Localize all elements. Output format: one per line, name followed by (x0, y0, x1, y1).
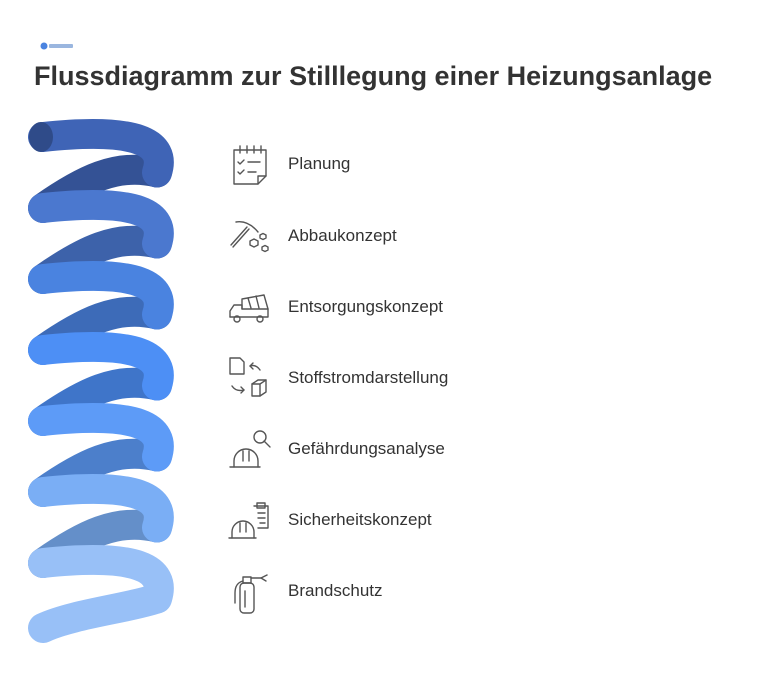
step-sicherheitskonzept: Sicherheitskonzept (222, 494, 722, 546)
step-label: Sicherheitskonzept (288, 510, 432, 529)
page-title: Flussdiagramm zur Stilllegung einer Heiz… (34, 61, 713, 91)
steps-list: Planung Abbaukonzept Entsorgungskonzept (222, 0, 742, 681)
spring-coil-front (28, 474, 174, 543)
spring-coil-front (28, 332, 174, 401)
step-abbaukonzept: Abbaukonzept (222, 210, 722, 262)
spring-coil-front (28, 119, 174, 188)
spring-coil-front (28, 261, 174, 330)
brand-logo (40, 39, 74, 51)
step-stoffstromdarstellung: Stoffstromdarstellung (222, 352, 722, 404)
dump-truck-icon (229, 294, 269, 323)
hardhat-clipboard-icon (228, 502, 269, 539)
fire-extinguisher-icon (234, 574, 268, 614)
spring-end-cap (29, 122, 53, 152)
step-brandschutz: Brandschutz (222, 565, 722, 617)
step-label: Entsorgungskonzept (288, 297, 443, 316)
step-planung: Planung (222, 138, 722, 190)
pickaxe-icon (230, 221, 269, 253)
hardhat-magnifier-icon (229, 430, 271, 468)
step-label: Brandschutz (288, 581, 383, 600)
spring-coil-front (28, 403, 174, 472)
step-label: Abbaukonzept (288, 226, 397, 245)
calendar-checklist-icon (233, 145, 267, 185)
step-label: Gefährdungsanalyse (288, 439, 445, 458)
material-flow-icon (229, 357, 267, 397)
spring-coil-end (28, 583, 172, 643)
step-gefaehrdungsanalyse: Gefährdungsanalyse (222, 423, 722, 475)
step-label: Planung (288, 154, 351, 173)
spring-coil-front (28, 190, 174, 259)
step-entsorgungskonzept: Entsorgungskonzept (222, 281, 722, 333)
step-label: Stoffstromdarstellung (288, 368, 449, 387)
